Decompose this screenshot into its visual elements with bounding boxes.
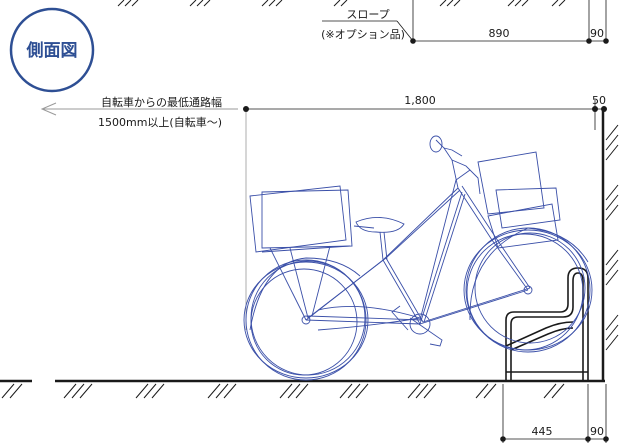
dim-bike-length: 1,800 <box>404 94 436 107</box>
slope-dimension: 890 90 スロープ (※オプション品) <box>321 0 609 44</box>
passage-note: 自転車からの最低通路幅 1500mm以上(自転車〜) <box>40 95 238 129</box>
dim-wall-gap: 50 <box>592 94 606 107</box>
ground <box>0 379 605 399</box>
passage-note-line2: 1500mm以上(自転車〜) <box>98 115 222 129</box>
slope-option-label: (※オプション品) <box>321 28 405 41</box>
bicycle-rack <box>505 267 589 381</box>
bicycle <box>243 135 593 381</box>
title-badge: 側面図 <box>9 7 95 93</box>
rack-dimension: 445 90 <box>500 384 609 443</box>
bike-length-dimension: 1,800 50 <box>243 94 607 330</box>
dim-slope-length: 890 <box>489 27 510 40</box>
page-title: 側面図 <box>26 40 78 61</box>
dim-rack-end: 90 <box>590 425 604 438</box>
dim-slope-end: 90 <box>590 27 604 40</box>
top-ground-hatch <box>117 0 566 7</box>
passage-note-line1: 自転車からの最低通路幅 <box>101 95 222 109</box>
slope-label: スロープ <box>346 8 389 21</box>
dim-rack-depth: 445 <box>532 425 553 438</box>
wall <box>601 109 619 382</box>
